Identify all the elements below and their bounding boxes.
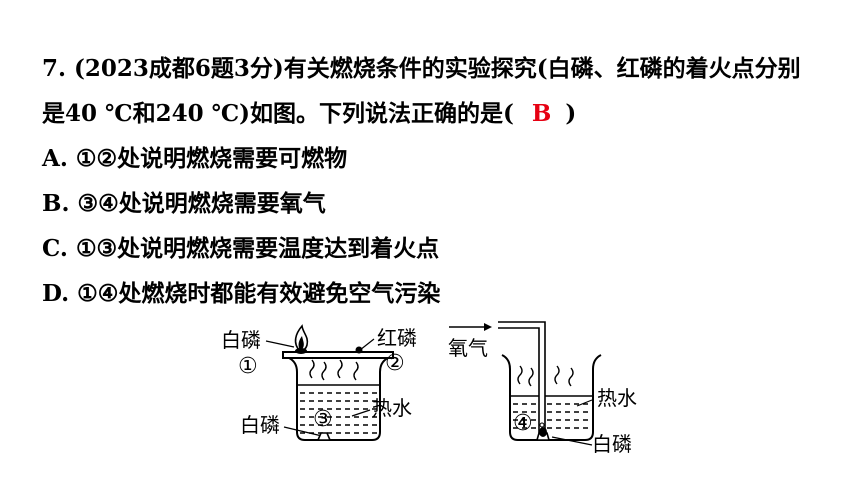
marker-2: ② — [385, 351, 405, 376]
option-letter: D. — [42, 280, 70, 307]
option-letter: B. — [42, 190, 70, 217]
label-hot-water-left: 热水 — [372, 396, 412, 420]
label-oxygen: 氧气 — [448, 336, 488, 360]
red-phosphorus — [355, 346, 363, 354]
label-white-p-right: 白磷 — [592, 432, 632, 456]
option-b[interactable]: B. ③④处说明燃烧需要氧气 — [42, 189, 326, 219]
arrow-right-icon — [449, 323, 492, 331]
beaker-icon — [501, 354, 602, 441]
option-a[interactable]: A. ①②处说明燃烧需要可燃物 — [42, 144, 347, 174]
beaker-icon — [288, 357, 389, 441]
gas-tube-icon — [498, 321, 546, 433]
white-phosphorus-bottom — [316, 432, 332, 441]
label-hot-water-right: 热水 — [597, 386, 637, 410]
label-white-p-top: 白磷 — [221, 328, 261, 352]
option-letter: C. — [42, 235, 68, 262]
hot-water — [510, 395, 593, 429]
option-c[interactable]: C. ①③处说明燃烧需要温度达到着火点 — [42, 234, 439, 264]
option-text: ①②处说明燃烧需要可燃物 — [75, 145, 348, 172]
option-text: ①④处燃烧时都能有效避免空气污染 — [77, 280, 441, 307]
option-text: ③④处说明燃烧需要氧气 — [77, 190, 326, 217]
answer-mark: B — [531, 100, 552, 127]
marker-3: ③ — [313, 407, 333, 432]
label-white-p-bottom: 白磷 — [240, 413, 280, 437]
option-d[interactable]: D. ①④处燃烧时都能有效避免空气污染 — [42, 279, 440, 309]
right-apparatus — [498, 321, 602, 446]
question-line-1: 7. (2023成都6题3分)有关燃烧条件的实验探究(白磷、红磷的着火点分别 — [42, 55, 801, 82]
copper-plate-icon — [282, 351, 394, 359]
steam-icon — [309, 359, 359, 381]
option-letter: A. — [42, 145, 68, 172]
question-line-2: 是40 ℃和240 ℃)如图。下列说法正确的是( B) — [42, 99, 576, 129]
left-apparatus — [265, 338, 394, 441]
option-text: ①③处说明燃烧需要温度达到着火点 — [75, 235, 440, 262]
flame-icon — [294, 324, 309, 352]
steam-icon — [517, 365, 574, 387]
hot-water — [297, 384, 380, 434]
white-phosphorus-top — [295, 348, 307, 354]
question-stem: 是40 ℃和240 ℃)如图。下列说法正确的是( — [42, 100, 514, 127]
marker-4: ④ — [513, 411, 533, 436]
question-close-paren: ) — [565, 100, 577, 127]
marker-1: ① — [238, 354, 258, 379]
white-phosphorus-underwater — [535, 422, 551, 441]
label-red-p: 红磷 — [377, 326, 417, 350]
